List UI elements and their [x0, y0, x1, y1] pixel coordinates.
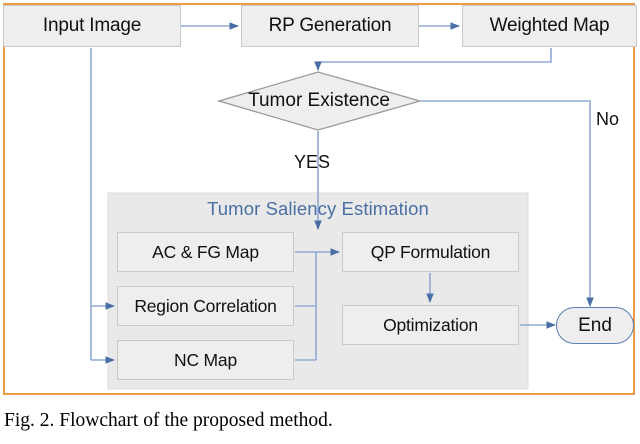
node-input-image[interactable]: Input Image [3, 5, 181, 47]
node-weighted-map[interactable]: Weighted Map [462, 5, 637, 47]
edge-label-no: No [596, 109, 620, 129]
figure-border [3, 3, 635, 395]
panel-title-tumor-saliency-estimation: Tumor Saliency Estimation [207, 198, 429, 219]
figure-caption: Fig. 2. Flowchart of the proposed method… [4, 410, 333, 431]
node-rp-generation[interactable]: RP Generation [241, 5, 419, 47]
node-end[interactable]: End [556, 307, 634, 344]
node-region-correlation[interactable]: Region Correlation [117, 286, 294, 326]
node-qp-formulation[interactable]: QP Formulation [342, 232, 519, 272]
node-nc-map[interactable]: NC Map [117, 340, 294, 380]
node-tumor-existence-label[interactable]: Tumor Existence [248, 90, 390, 111]
node-ac-fg-map[interactable]: AC & FG Map [117, 232, 294, 272]
node-optimization[interactable]: Optimization [342, 305, 519, 345]
edge-label-yes: YES [294, 152, 331, 172]
